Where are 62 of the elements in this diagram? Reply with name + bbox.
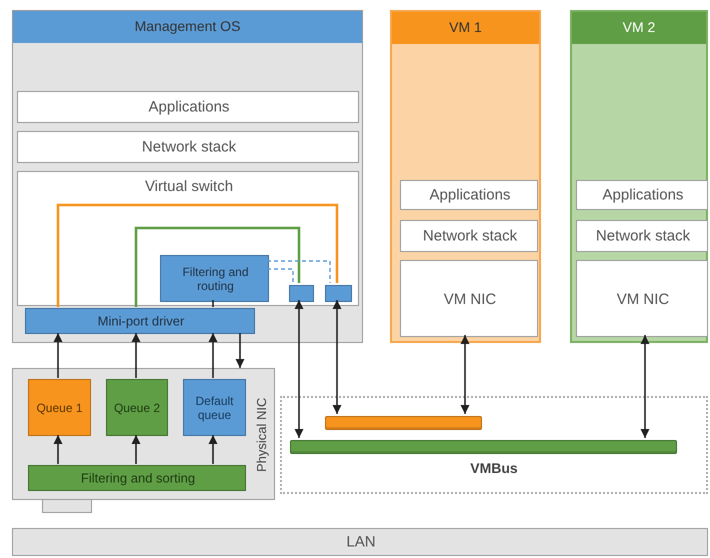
arrow [236,333,244,368]
panel-title: VM 1 [448,19,483,35]
vm-panel [390,10,541,343]
arrow [208,333,218,378]
vm-panel [570,10,708,343]
component-box [400,260,538,337]
connector-line [267,260,331,283]
arrow [294,300,304,438]
bus-bar [290,440,677,454]
connector-line [212,300,214,307]
component-label: LAN [345,534,377,550]
component-label: VM NIC [616,291,670,308]
component-box [17,91,359,123]
component-box [28,465,246,491]
component-label: Network stack [422,228,518,244]
component-box [576,180,708,210]
component-box [400,180,538,210]
panel-title: VM 2 [622,19,656,35]
arrow [208,435,218,464]
network-bar [12,528,708,556]
bus-region [280,396,708,494]
component-box [17,131,359,163]
component-label: Filtering and sorting [80,470,196,486]
component-box [576,220,708,252]
component-label: Default queue [194,394,235,422]
connector-line [134,226,300,307]
component-label: VM NIC [442,291,498,308]
component-box [400,220,538,252]
panel-title: Management OS [134,18,242,34]
component-label: Network stack [594,228,692,244]
component-box [160,255,269,302]
component-box [183,379,246,436]
component-label: Physical NIC [254,396,270,474]
component-label: Queue 1 [35,400,84,414]
port-box [289,285,314,302]
component-box [25,308,255,334]
arrow [640,335,650,438]
component-box [106,379,168,436]
component-label: Queue 2 [112,400,162,414]
arrow [54,333,62,378]
nic-card [12,368,275,500]
component-label: Applications [602,186,684,204]
connector-line [267,268,294,283]
component-box [28,379,91,436]
connector-line [56,204,338,307]
arrow [332,300,342,414]
arrow [132,333,140,378]
component-label: VMBus [469,460,519,476]
component-box [17,171,359,306]
component-label: Virtual switch [144,178,234,195]
os-panel [12,10,363,343]
port-box [325,285,352,302]
component-label: Filtering and routing [181,264,250,292]
component-label: Applications [428,186,512,204]
component-label: Applications [148,98,230,116]
arrow [54,435,62,464]
bus-bar [325,416,482,430]
component-label: Mini-port driver [96,314,186,328]
arrow [460,335,470,414]
component-box [576,260,708,337]
arrow [132,435,140,464]
component-label: Network stack [140,138,238,156]
